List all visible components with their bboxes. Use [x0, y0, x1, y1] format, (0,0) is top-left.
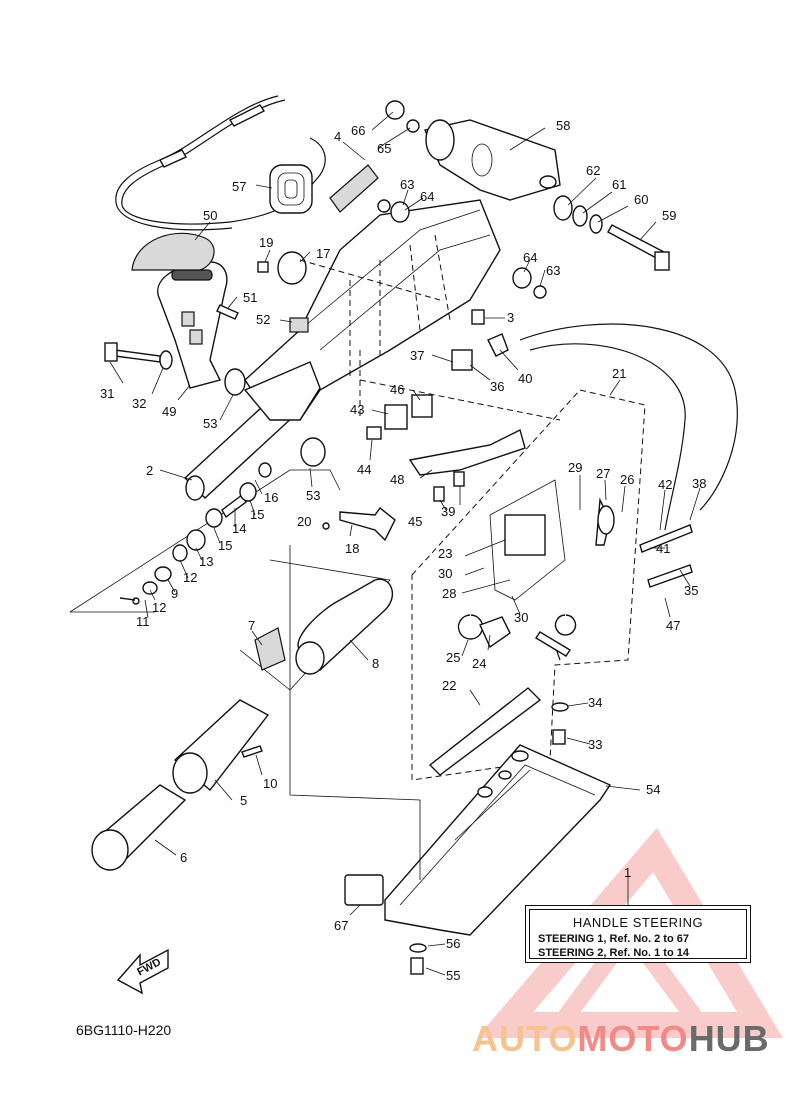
callout-53-b: 53 — [306, 488, 320, 503]
callout-9: 9 — [171, 586, 178, 601]
callout-57: 57 — [232, 179, 246, 194]
callout-49: 49 — [162, 404, 176, 419]
callout-4: 4 — [334, 129, 341, 144]
legend-box: HANDLE STEERING STEERING 1, Ref. No. 2 t… — [525, 905, 751, 963]
callout-3: 3 — [507, 310, 514, 325]
callout-24: 24 — [472, 656, 486, 671]
callout-34: 34 — [588, 695, 602, 710]
callout-47: 47 — [666, 618, 680, 633]
callout-19: 19 — [259, 235, 273, 250]
callout-61: 61 — [612, 177, 626, 192]
callout-52: 52 — [256, 312, 270, 327]
callout-58: 58 — [556, 118, 570, 133]
legend-row-steering-2: STEERING 2, Ref. No. 1 to 14 — [538, 947, 689, 959]
callout-1: 1 — [624, 865, 631, 880]
callout-32: 32 — [132, 396, 146, 411]
watermark-hub: HUB — [688, 1018, 770, 1059]
throttle-mechanism-group — [359, 323, 738, 781]
callout-51: 51 — [243, 290, 257, 305]
watermark-auto: AUTO — [472, 1018, 578, 1059]
callout-67: 67 — [334, 918, 348, 933]
callout-48: 48 — [390, 472, 404, 487]
callout-41: 41 — [656, 541, 670, 556]
callout-5: 5 — [240, 793, 247, 808]
callout-10: 10 — [263, 776, 277, 791]
callout-29: 29 — [568, 460, 582, 475]
callout-23: 23 — [438, 546, 452, 561]
callout-16: 16 — [264, 490, 278, 505]
callout-46: 46 — [390, 382, 404, 397]
callout-11: 11 — [136, 614, 150, 629]
callout-14: 14 — [232, 521, 246, 536]
steering-handle-assembly — [104, 95, 670, 501]
watermark-text: AUTOMOTOHUB — [472, 1018, 770, 1060]
callout-40: 40 — [518, 371, 532, 386]
callout-6: 6 — [180, 850, 187, 865]
callout-13: 13 — [199, 554, 213, 569]
callout-59: 59 — [662, 208, 676, 223]
callout-64-a: 64 — [420, 189, 434, 204]
callout-66: 66 — [351, 123, 365, 138]
callout-63-a: 63 — [400, 177, 414, 192]
callout-38: 38 — [692, 476, 706, 491]
legend-row-steering-1: STEERING 1, Ref. No. 2 to 67 — [538, 933, 689, 945]
callout-27: 27 — [596, 466, 610, 481]
callout-65: 65 — [377, 141, 391, 156]
callout-53-a: 53 — [203, 416, 217, 431]
bottom-cover-assembly — [289, 545, 612, 975]
callout-20: 20 — [297, 514, 311, 529]
callout-22: 22 — [442, 678, 456, 693]
callout-30-a: 30 — [438, 566, 452, 581]
callout-64-b: 64 — [523, 250, 537, 265]
callout-55: 55 — [446, 968, 460, 983]
diagram-code: 6BG1110-H220 — [76, 1022, 172, 1038]
callout-50: 50 — [203, 208, 217, 223]
callout-26: 26 — [620, 472, 634, 487]
legend-inner-frame: HANDLE STEERING STEERING 1, Ref. No. 2 t… — [529, 909, 747, 959]
callout-54: 54 — [646, 782, 660, 797]
callout-25: 25 — [446, 650, 460, 665]
fwd-arrow-icon: FWD — [116, 948, 169, 995]
callout-45: 45 — [408, 514, 422, 529]
callout-21: 21 — [612, 366, 626, 381]
callout-12-b: 12 — [183, 570, 197, 585]
leader-lines — [109, 111, 701, 976]
callout-35: 35 — [684, 583, 698, 598]
callout-31: 31 — [100, 386, 114, 401]
callout-60: 60 — [634, 192, 648, 207]
callout-17: 17 — [316, 246, 330, 261]
callout-56: 56 — [446, 936, 460, 951]
callout-15-a: 15 — [218, 538, 232, 553]
callout-44: 44 — [357, 462, 371, 477]
throttle-grip-group — [69, 462, 396, 871]
callout-30-b: 30 — [514, 610, 528, 625]
callout-43: 43 — [350, 402, 364, 417]
callout-12-a: 12 — [152, 600, 166, 615]
callout-62: 62 — [586, 163, 600, 178]
callout-39: 39 — [441, 504, 455, 519]
callout-labels: 1 2 3 4 5 6 7 8 9 10 11 12 12 13 14 15 1… — [100, 118, 706, 983]
callout-36: 36 — [490, 379, 504, 394]
callout-28: 28 — [442, 586, 456, 601]
watermark-moto: MOTO — [577, 1018, 689, 1059]
callout-33: 33 — [588, 737, 602, 752]
callout-8: 8 — [372, 656, 379, 671]
callout-15-b: 15 — [250, 507, 264, 522]
callout-18: 18 — [345, 541, 359, 556]
callout-42: 42 — [658, 477, 672, 492]
callout-37: 37 — [410, 348, 424, 363]
callout-7: 7 — [248, 618, 255, 633]
callout-2: 2 — [146, 463, 153, 478]
callout-63-b: 63 — [546, 263, 560, 278]
legend-title: HANDLE STEERING — [572, 915, 704, 930]
